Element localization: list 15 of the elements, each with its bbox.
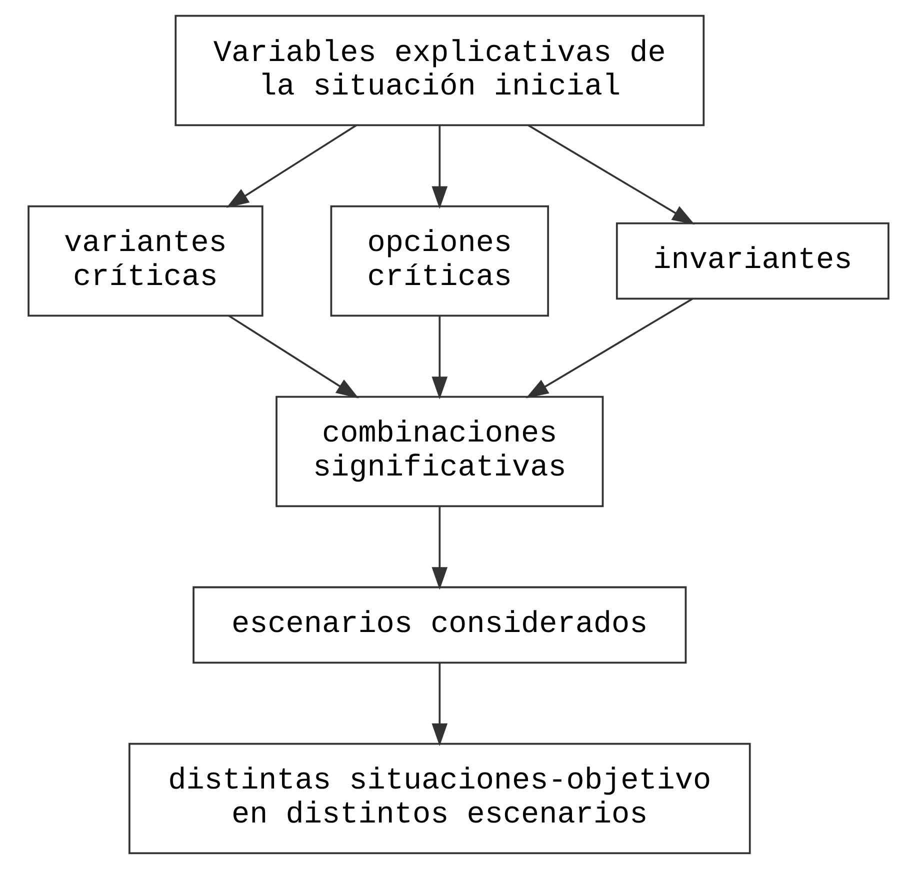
arrow (525, 298, 692, 398)
node-box: Variables explicativas de la situación inicial (174, 14, 704, 126)
node-box: variantes críticas (27, 205, 263, 317)
arrow (528, 124, 694, 225)
node-box: escenarios considerados (192, 586, 686, 664)
arrow (226, 124, 356, 208)
arrow (431, 662, 448, 746)
arrow (431, 507, 448, 590)
node-box: distintas situaciones-objetivo en distintos escenarios (128, 742, 750, 854)
node-box: opciones críticas (330, 205, 549, 317)
arrow (228, 315, 358, 398)
arrow (431, 125, 448, 209)
node-box: invariantes (615, 222, 889, 300)
arrow (431, 316, 448, 400)
node-box: combinaciones significativas (275, 396, 604, 508)
